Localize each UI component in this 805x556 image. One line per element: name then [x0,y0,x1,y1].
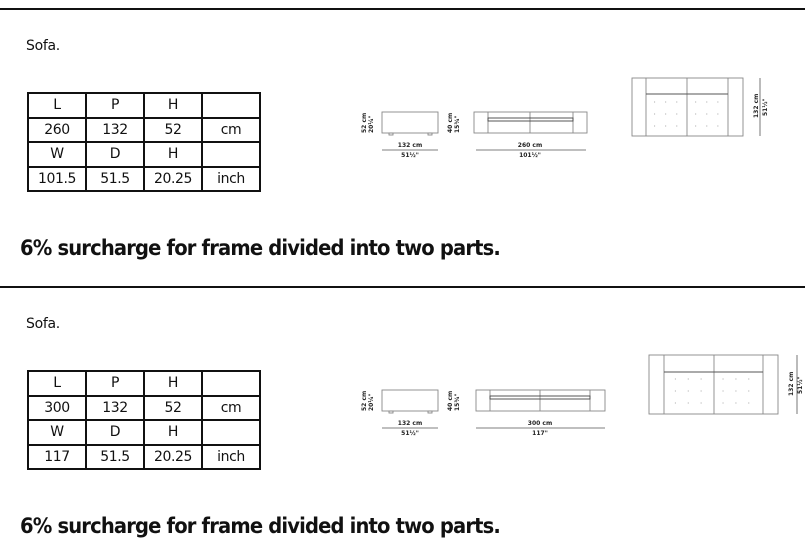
surcharge-note: 6% surcharge for frame divided into two … [20,514,501,538]
cell: inch [201,443,261,470]
dim-label: 52 cm [361,113,368,133]
tufting-dot [735,402,737,404]
tufting-dot [687,390,689,392]
dim-label: 40 cm [447,391,454,411]
tufting-dot [717,125,719,127]
tufting-dot [695,101,697,103]
dim-label: 51½" [762,98,769,116]
cell: 117 [27,443,87,470]
tufting-dot [654,101,656,103]
cell: 51.5 [85,443,145,470]
cell: H [143,141,203,168]
cell: 132 [85,116,145,143]
tufting-dot [706,101,708,103]
cell: cm [201,394,261,421]
cell: 20.25 [143,165,203,192]
tufting-dot [674,390,676,392]
dim-label: 132 cm [398,142,422,149]
tufting-dot [700,390,702,392]
cell: 52 [143,394,203,421]
tufting-dot [722,390,724,392]
dim-label: 51½" [797,376,804,394]
tufting-dot [706,113,708,115]
top-view: 132 cm 51½" [631,77,769,137]
dim-label: 117" [532,430,548,437]
top-view: 132 cm 51½" [648,354,804,415]
cell: inch [201,165,261,192]
tufting-dot [665,101,667,103]
cell: 260 [27,116,87,143]
cell [201,419,261,446]
cell [201,141,261,168]
tufting-dot [654,125,656,127]
tufting-dot [717,113,719,115]
divider [0,286,805,288]
cell: 20.25 [143,443,203,470]
tufting-dot [700,402,702,404]
tufting-dot [735,390,737,392]
tufting-dot [748,378,750,380]
tufting-dot [700,378,702,380]
dim-label: 260 cm [518,142,542,149]
divider [0,8,805,10]
sofa-drawings: 52 cm 20¼" 132 cm 51½" 40 cm 15¾" 260 cm… [361,77,769,159]
tufting-dot [654,113,656,115]
tufting-dot [674,378,676,380]
tufting-dot [665,125,667,127]
tufting-dot [722,378,724,380]
dim-label: 101½" [519,152,541,159]
front-view: 40 cm 15¾" 300 cm 117" [447,389,606,437]
cell: D [85,141,145,168]
section-title: Sofa. [26,38,60,54]
dim-label: 132 cm [788,372,795,396]
front-view: 40 cm 15¾" 260 cm 101½" [447,111,588,159]
dim-label: 15¾" [454,393,461,411]
tufting-dot [687,378,689,380]
tufting-dot [735,378,737,380]
cell: 52 [143,116,203,143]
tufting-dot [706,125,708,127]
dim-label: 300 cm [528,420,552,427]
tufting-dot [676,125,678,127]
side-view: 52 cm 20¼" 132 cm 51½" [361,389,439,437]
section-title: Sofa. [26,316,60,332]
cell: P [85,92,145,119]
dim-label: 15¾" [454,115,461,133]
cell: 51.5 [85,165,145,192]
tufting-dot [687,402,689,404]
tufting-dot [676,101,678,103]
dim-label: 20¼" [368,115,375,133]
cell: cm [201,116,261,143]
tufting-dot [676,113,678,115]
side-view: 52 cm 20¼" 132 cm 51½" [361,111,439,159]
dim-label: 51½" [401,152,419,159]
dim-label: 20¼" [368,393,375,411]
sofa-drawings: 52 cm 20¼" 132 cm 51½" 40 cm 15¾" 300 cm… [361,354,804,437]
tufting-dot [695,113,697,115]
dim-label: 52 cm [361,391,368,411]
dim-label: 40 cm [447,113,454,133]
tufting-dot [695,125,697,127]
tufting-dot [717,101,719,103]
cell: 101.5 [27,165,87,192]
cell: 300 [27,394,87,421]
surcharge-note: 6% surcharge for frame divided into two … [20,236,501,260]
cell: 132 [85,394,145,421]
cell: W [27,141,87,168]
tufting-dot [674,402,676,404]
tufting-dot [748,402,750,404]
dim-label: 132 cm [753,94,760,118]
cell: L [27,92,87,119]
tufting-dot [748,390,750,392]
dim-label: 51½" [401,430,419,437]
tufting-dot [722,402,724,404]
dim-label: 132 cm [398,420,422,427]
tufting-dot [665,113,667,115]
